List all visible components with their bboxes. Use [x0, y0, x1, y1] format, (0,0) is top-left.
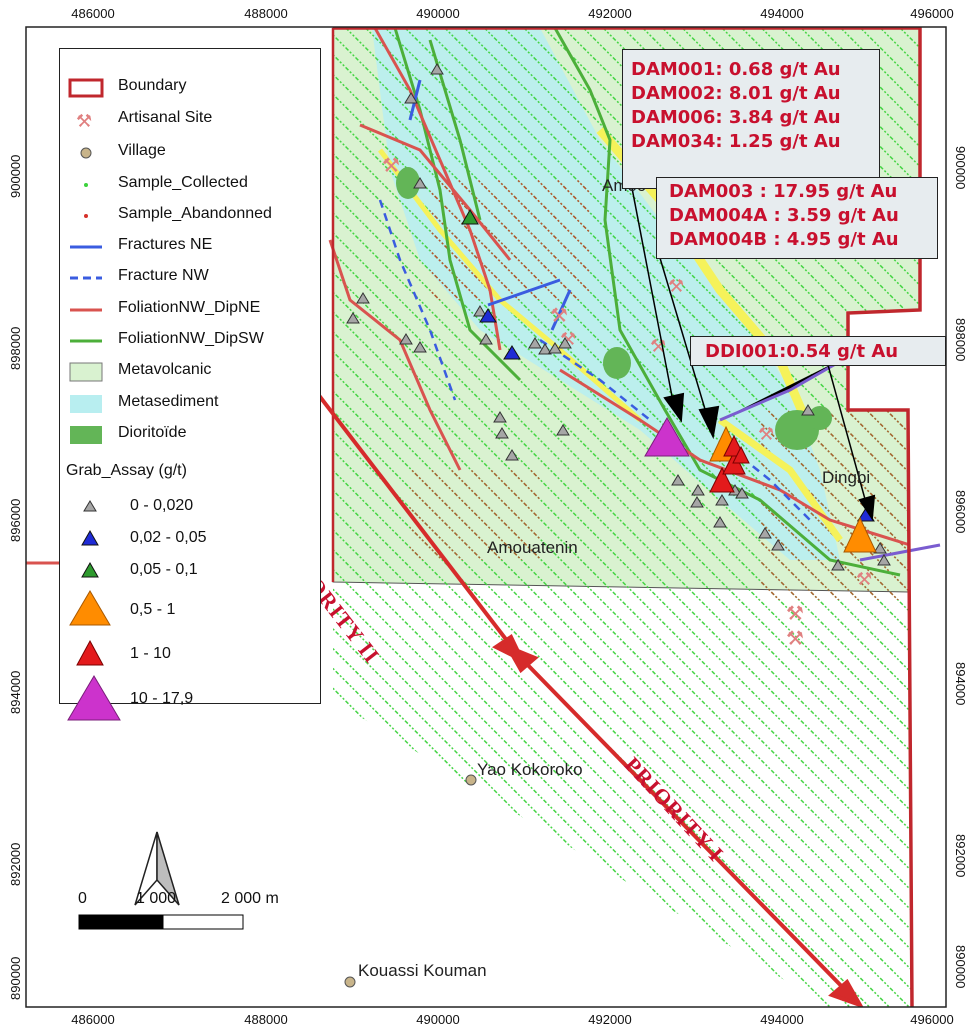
green-dot-icon — [84, 183, 88, 187]
assay-callout-dam001: DAM001: 0.68 g/t Au DAM002: 8.01 g/t Au … — [622, 49, 880, 189]
blue-triangle-icon — [81, 529, 99, 546]
dioritoide-body — [775, 410, 819, 450]
x-tick-top: 492000 — [588, 6, 632, 21]
foliation-sw-line — [553, 27, 901, 577]
artisanal-site-icon: ⚒ — [382, 153, 400, 177]
x-tick-bottom: 494000 — [760, 1012, 804, 1027]
fracture-nw-line — [378, 199, 457, 401]
x-tick-bottom: 496000 — [910, 1012, 954, 1027]
callout-arrow — [659, 257, 711, 427]
orange-triangle-icon — [69, 590, 111, 626]
callout-arrow — [827, 364, 869, 511]
grab-samples-1 — [709, 434, 750, 493]
foliation-ne-line — [328, 239, 462, 471]
priority-1-arrowhead — [828, 978, 864, 1007]
red-triangle-icon — [76, 639, 104, 666]
dioritoide-body — [603, 347, 631, 379]
x-tick-top: 494000 — [760, 6, 804, 21]
boundary-outline — [333, 27, 922, 1007]
assay-callout-dam003: DAM003 : 17.95 g/t Au DAM004A : 3.59 g/t… — [656, 177, 938, 259]
x-tick-bottom: 492000 — [588, 1012, 632, 1027]
x-tick-top: 486000 — [71, 6, 115, 21]
fracture-ne-line — [487, 278, 561, 307]
fracture-ne-line — [550, 289, 572, 331]
fracture-nw-line — [539, 338, 651, 421]
foliation-ne-line — [373, 27, 502, 351]
x-tick-bottom: 490000 — [416, 1012, 460, 1027]
grab-samples-002 — [479, 308, 875, 522]
x-tick-top: 490000 — [416, 6, 460, 21]
village-dot-icon — [80, 147, 92, 159]
metavolcanic-swatch — [69, 362, 103, 382]
red-dot-icon — [84, 214, 88, 218]
legend-grab-class-label: 10 - 17,9 — [130, 690, 194, 707]
assay-callout-ddi001: DDI001:0.54 g/t Au — [690, 336, 946, 366]
arrowhead — [858, 494, 876, 521]
artisanal-site-icon: ⚒ — [786, 601, 804, 625]
foliation-ne-line — [559, 368, 911, 547]
foliation-ne-line — [359, 123, 512, 261]
pickaxe-icon: ⚒ — [76, 111, 92, 131]
legend-grab-class-10 — [67, 675, 121, 721]
artisanal-site-icon: ⚒ — [786, 626, 804, 650]
x-tick-top: 488000 — [244, 6, 288, 21]
artisanal-site-icon: ⚒ — [668, 276, 684, 297]
callout-arrow — [631, 187, 676, 413]
arrowhead — [663, 392, 685, 423]
green-triangle-icon — [81, 561, 99, 578]
artisanal-site-icon: ⚒ — [550, 303, 568, 327]
map-legend: Boundary ⚒ Artisanal Site Village Sample… — [59, 48, 321, 704]
village-dot — [465, 774, 477, 786]
arrowhead — [698, 405, 720, 440]
dioritoide-swatch — [70, 426, 102, 444]
scale-label-0: 0 — [78, 890, 87, 907]
place-name-dingbi: Dingbi — [822, 468, 871, 487]
purple-triangle-icon — [67, 675, 121, 721]
scale-bar-graphic — [78, 914, 244, 930]
legend-grab-title: Grab_Assay (g/t) — [66, 462, 187, 479]
abandoned-sample-grid — [430, 180, 590, 300]
priority-1-arrowhead — [503, 642, 539, 674]
scale-label-1000: 1 000 — [136, 890, 177, 907]
north-arrow-icon — [134, 831, 180, 906]
priority-1-arrow — [516, 653, 857, 1002]
village-dot — [344, 976, 356, 988]
x-tick-top: 496000 — [910, 6, 954, 21]
grey-triangle-icon — [83, 500, 97, 512]
place-name-yao-kokoroko: Yao Kokoroko — [477, 760, 583, 779]
dioritoide-body — [396, 167, 420, 199]
dioritoide-body — [808, 406, 832, 430]
fracture-ne-line — [859, 543, 941, 562]
metasediment-swatch — [70, 395, 102, 413]
artisanal-site-icon: ⚒ — [856, 569, 872, 590]
boundary-icon — [68, 78, 104, 98]
place-name-amouatenin: Amouatenin — [487, 538, 578, 557]
artisanal-site-icon: ⚒ — [758, 424, 774, 445]
scale-label-2000: 2 000 m — [221, 890, 279, 907]
grab-samples-10 — [644, 417, 690, 457]
x-tick-bottom: 488000 — [244, 1012, 288, 1027]
grab-samples-low — [346, 63, 891, 571]
place-name-kouassi-kouman: Kouassi Kouman — [358, 961, 487, 980]
x-tick-bottom: 486000 — [71, 1012, 115, 1027]
